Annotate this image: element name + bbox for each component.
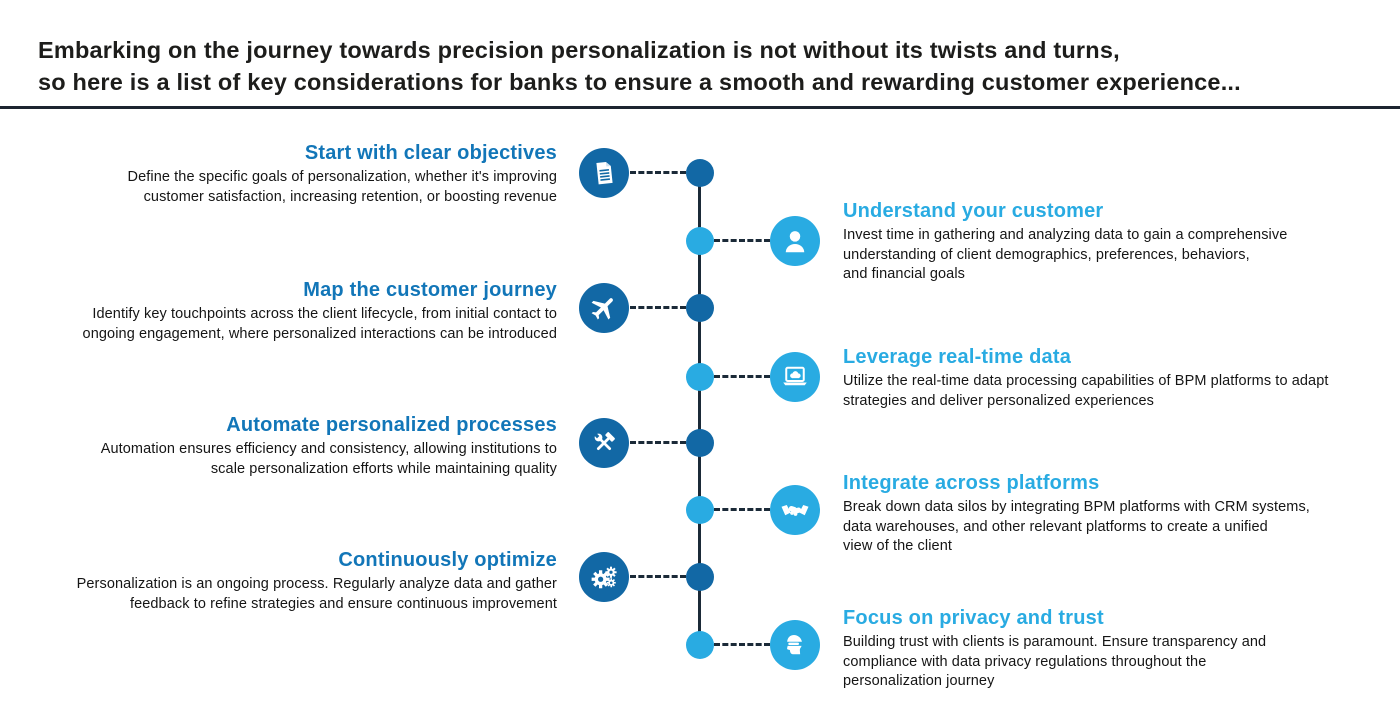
timeline-node-dot [686, 159, 714, 187]
timeline-node-dot [686, 563, 714, 591]
handshake-icon [770, 485, 820, 535]
gears-icon [579, 552, 629, 602]
page-title: Embarking on the journey towards precisi… [38, 37, 1241, 95]
item-description: Personalization is an ongoing process. R… [76, 576, 557, 612]
item-title: Start with clear objectives [304, 142, 557, 164]
item-title: Integrate across platforms [843, 472, 1100, 494]
header-divider [0, 106, 1400, 109]
dashed-connector [630, 575, 686, 578]
timeline-item-understand-your-customer: Understand your customer Invest time in … [843, 199, 1367, 285]
item-description: Invest time in gathering and analyzing d… [843, 227, 1288, 282]
item-description: Define the specific goals of personaliza… [127, 169, 557, 205]
plane-icon [579, 283, 629, 333]
document-icon [579, 148, 629, 198]
timeline-node-dot [686, 363, 714, 391]
dashed-connector [630, 171, 686, 174]
dashed-connector [714, 239, 770, 242]
timeline-node-dot [686, 631, 714, 659]
dashed-connector [714, 508, 770, 511]
user-icon [770, 216, 820, 266]
item-title: Automate personalized processes [226, 414, 557, 436]
item-description: Identify key touchpoints across the clie… [82, 306, 557, 342]
item-description: Building trust with clients is paramount… [843, 634, 1267, 689]
item-description: Automation ensures efficiency and consis… [100, 441, 557, 477]
item-title: Focus on privacy and trust [843, 607, 1104, 629]
timeline-item-start-with-clear-objectives: Start with clear objectives Define the s… [33, 141, 557, 207]
item-title: Map the customer journey [303, 279, 557, 301]
dashed-connector [630, 306, 686, 309]
item-title: Continuously optimize [338, 549, 557, 571]
timeline-node-dot [686, 294, 714, 322]
timeline-item-focus-on-privacy-and-trust: Focus on privacy and trust Building trus… [843, 606, 1367, 692]
laptop-cloud-icon [770, 352, 820, 402]
timeline-line [698, 173, 701, 645]
timeline-node-dot [686, 429, 714, 457]
dashed-connector [714, 375, 770, 378]
timeline-node-dot [686, 496, 714, 524]
item-title: Leverage real-time data [843, 346, 1072, 368]
timeline-item-automate-personalized-processes: Automate personalized processes Automati… [33, 413, 557, 479]
timeline-item-map-the-customer-journey: Map the customer journey Identify key to… [33, 278, 557, 344]
item-description: Break down data silos by integrating BPM… [843, 499, 1310, 554]
item-description: Utilize the real-time data processing ca… [843, 373, 1329, 409]
timeline-item-leverage-real-time-data: Leverage real-time data Utilize the real… [843, 345, 1367, 411]
timeline-item-continuously-optimize: Continuously optimize Personalization is… [33, 548, 557, 614]
privacy-head-icon [770, 620, 820, 670]
tools-icon [579, 418, 629, 468]
dashed-connector [714, 643, 770, 646]
dashed-connector [630, 441, 686, 444]
item-title: Understand your customer [843, 200, 1104, 222]
timeline-item-integrate-across-platforms: Integrate across platforms Break down da… [843, 471, 1367, 557]
timeline-node-dot [686, 227, 714, 255]
